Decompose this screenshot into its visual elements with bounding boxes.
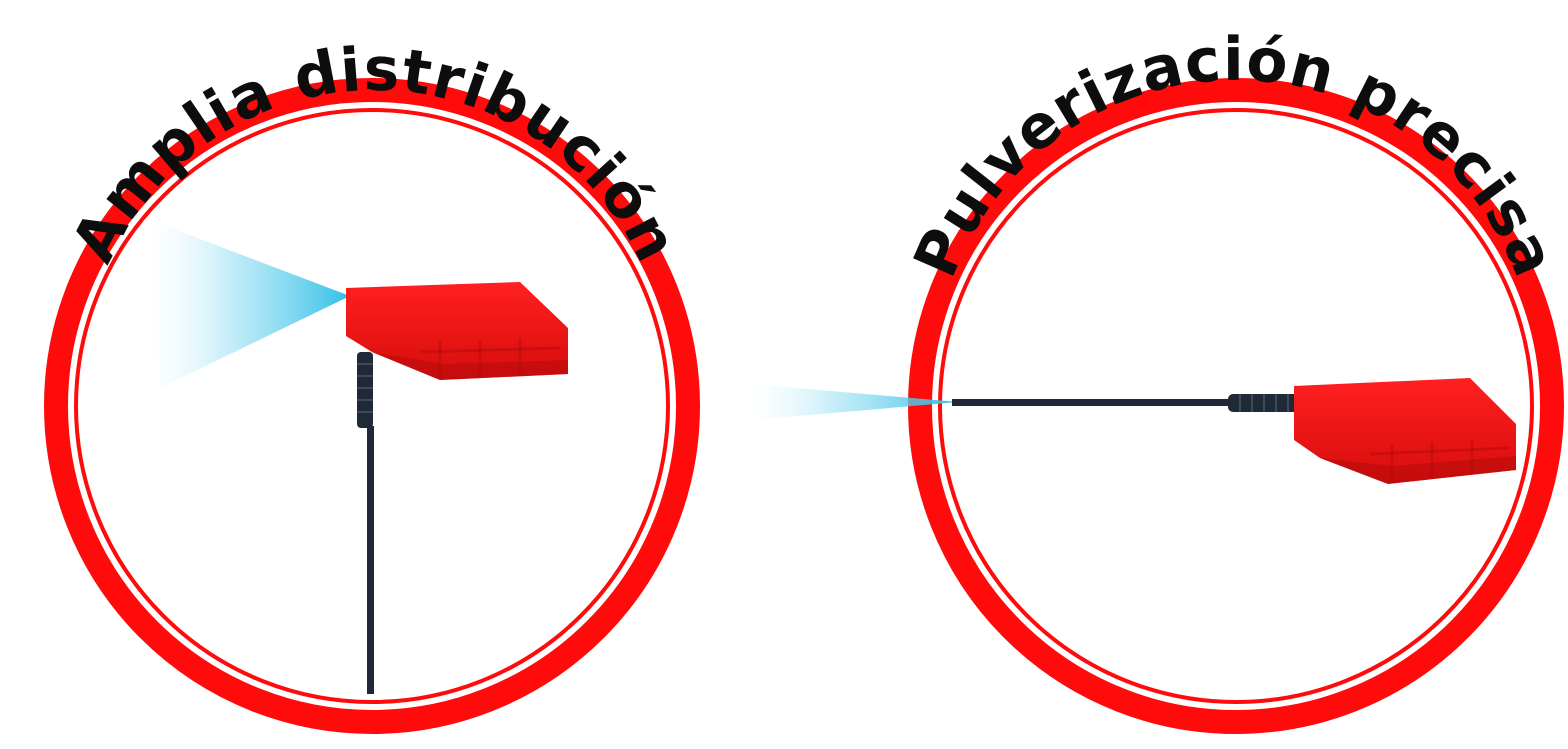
narrow-spray-jet: [750, 384, 958, 420]
horizontal-rod: [952, 399, 1232, 406]
outer-ring: [44, 78, 700, 734]
nozzle-head: [346, 282, 568, 380]
outer-ring: [908, 78, 1564, 734]
panel-label: Pulverización precisa: [901, 25, 1568, 287]
nozzle-connector: [357, 352, 373, 428]
wide-spray-cone: [150, 220, 350, 388]
panel-precise-spraying: Pulverización precisa: [750, 25, 1568, 734]
nozzle-connector: [1228, 394, 1300, 412]
vertical-rod: [367, 426, 374, 694]
nozzle-head: [1294, 378, 1516, 484]
panel-wide-distribution: Amplia distribución: [44, 35, 700, 734]
